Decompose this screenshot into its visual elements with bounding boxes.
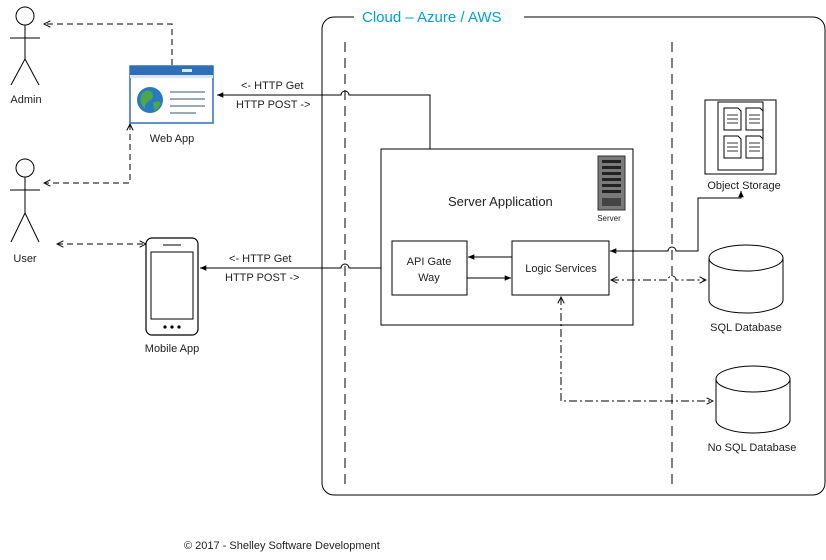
mobile-api-connector [200, 263, 392, 271]
user-label: User [13, 253, 37, 265]
object-storage-label: Object Storage [707, 180, 780, 192]
logic-services-box [511, 240, 610, 296]
logic-objectstorage-connector [610, 191, 744, 254]
copyright-footer: © 2017 - Shelley Software Development [184, 540, 380, 552]
api-gateway-label-line1: API Gate [407, 256, 452, 268]
mobile-app-icon [145, 237, 199, 336]
mobile-get-label: <- HTTP Get [229, 253, 291, 265]
server-application-title: Server Application [448, 194, 553, 209]
admin-webapp-connector [44, 24, 173, 65]
user-actor-icon [10, 158, 40, 243]
web-app-label: Web App [150, 133, 194, 145]
server-application-box [380, 148, 634, 326]
cloud-title: Cloud – Azure / AWS [362, 9, 502, 26]
server-icon-label: Server [597, 214, 621, 223]
webapp-api-connector [217, 90, 433, 240]
object-storage-icon [704, 99, 777, 175]
user-webapp-connector [44, 124, 130, 183]
admin-label: Admin [10, 94, 41, 106]
mobile-app-label: Mobile App [145, 343, 199, 355]
sql-database-icon [708, 244, 784, 314]
api-gateway-box [391, 240, 468, 296]
cloud-boundary [321, 16, 826, 496]
logic-nosql-connector [561, 297, 713, 401]
logic-services-label: Logic Services [525, 263, 597, 275]
web-app-icon [129, 65, 214, 124]
web-post-label: HTTP POST -> [236, 99, 310, 111]
nosql-database-icon [715, 365, 791, 434]
logic-sql-connector [611, 275, 706, 280]
web-get-label: <- HTTP Get [241, 80, 303, 92]
sql-database-label: SQL Database [710, 322, 782, 334]
server-icon [597, 155, 626, 211]
mobile-post-label: HTTP POST -> [225, 272, 299, 284]
nosql-database-label: No SQL Database [708, 442, 797, 454]
admin-actor-icon [10, 6, 40, 86]
api-gateway-label-line2: Way [418, 272, 440, 284]
